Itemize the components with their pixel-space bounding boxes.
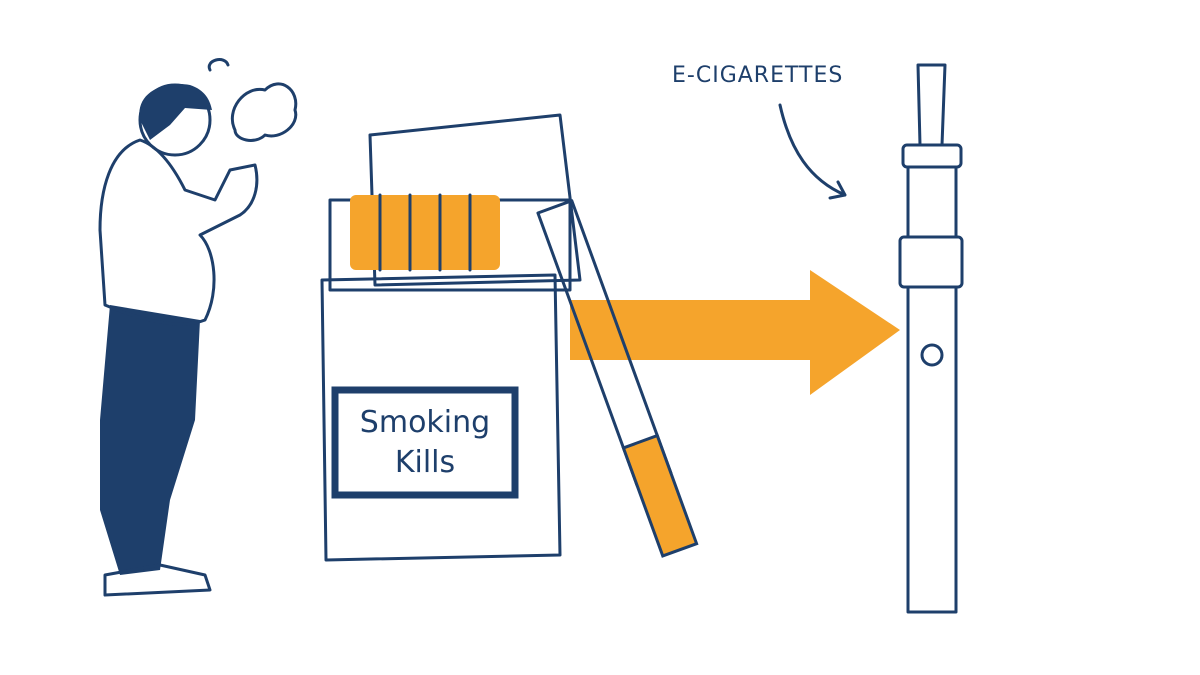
loose-cigarette [536,199,699,558]
man-hair [139,84,212,140]
man-trousers [100,305,200,575]
ecig-ring [898,235,964,289]
smoking-man [98,58,298,597]
ecig-tank [906,165,958,239]
warning-line-1: Smoking [360,405,490,440]
ecig-battery [906,285,958,614]
man-shirt [98,138,259,326]
man-shoe [103,563,212,597]
cigarette-pack: Smoking Kills [320,113,582,562]
warning-box [331,386,519,499]
label-pointer-arrow [778,103,847,200]
pack-cigarettes [350,193,500,272]
warning-line-2: Kills [395,445,455,480]
ecig-cap [901,143,963,169]
smoke [207,58,298,142]
e-cigarette: E-CIGARETTES [672,63,964,614]
cigarette-filter [621,433,699,558]
ecig-label: E-CIGARETTES [672,63,843,88]
ecig-button [920,343,944,367]
arrow [570,270,900,395]
ecig-mouthpiece [916,63,947,147]
pack-body [320,273,562,562]
